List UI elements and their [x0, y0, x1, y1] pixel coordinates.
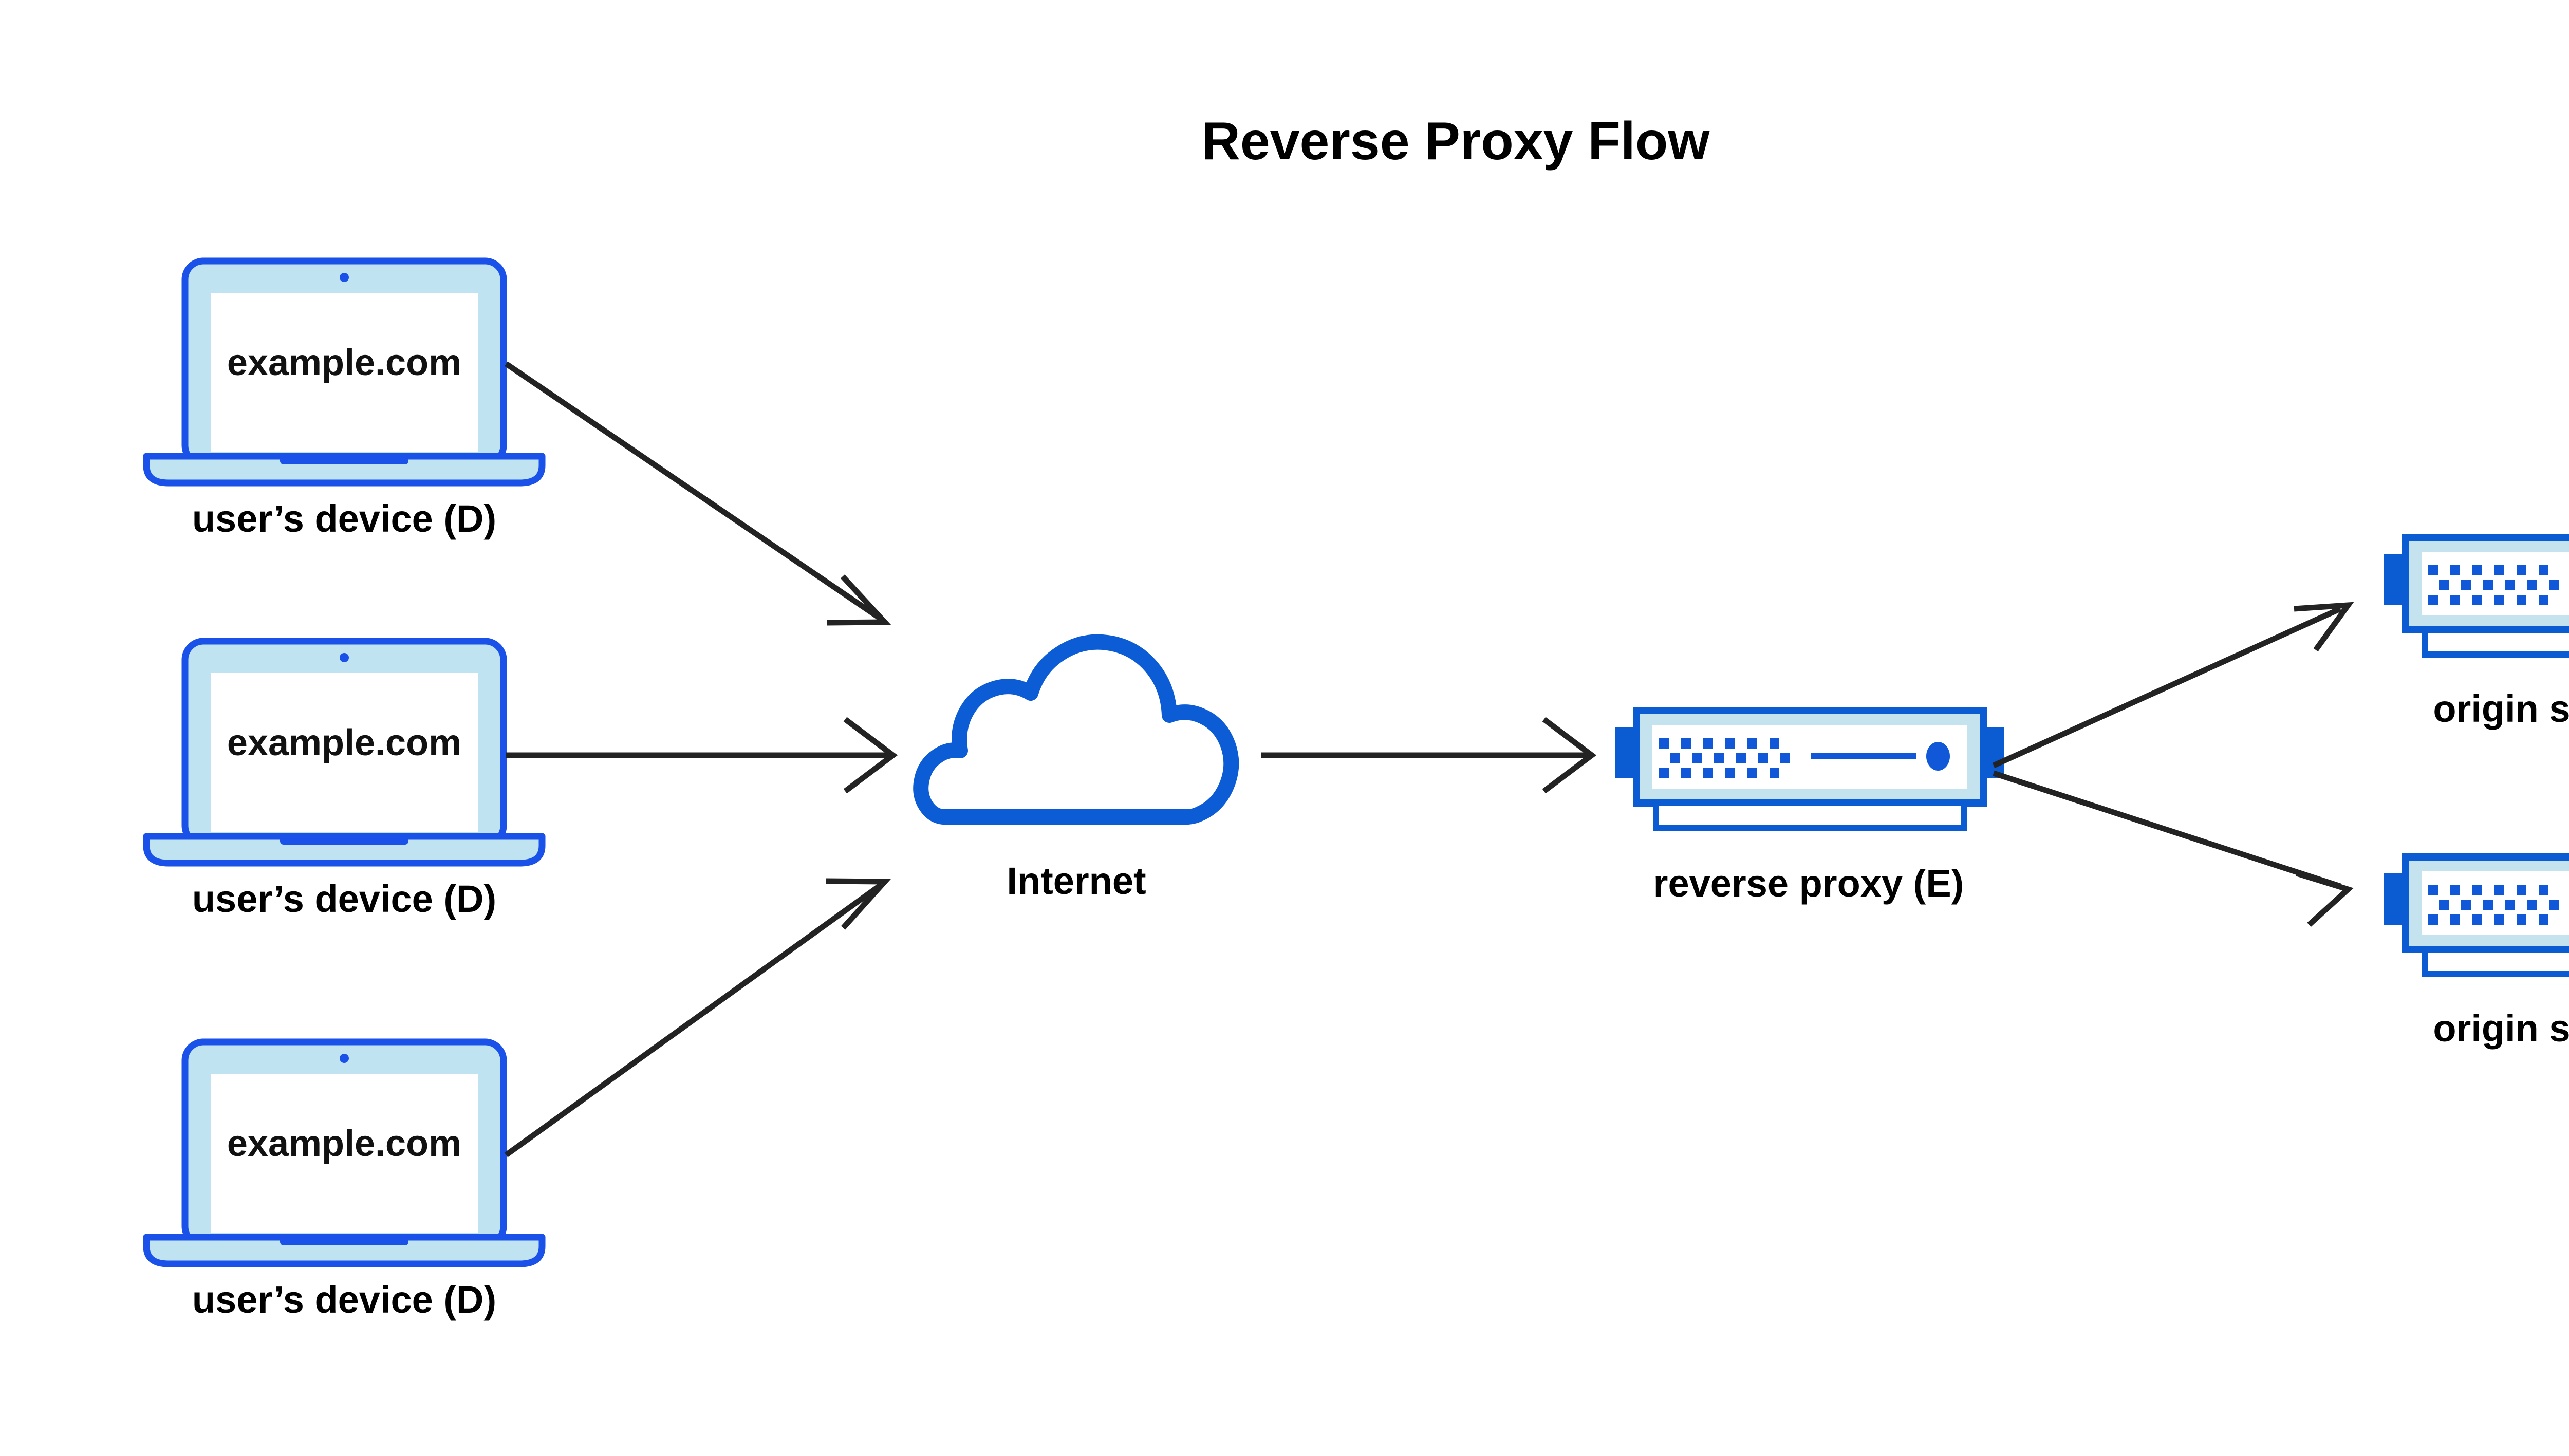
laptop-screen — [211, 1074, 478, 1233]
server-vent-dots — [2428, 885, 2559, 925]
device-screen-text: example.com — [227, 1123, 461, 1164]
device-screen-text: example.com — [227, 342, 461, 383]
server-icon — [2384, 534, 2569, 658]
laptop-trackpad-notch — [280, 836, 408, 845]
node-origin-server-1[interactable]: origin server (F) — [2384, 534, 2569, 730]
flow-arrow-device1-to-internet — [504, 361, 891, 626]
laptop-trackpad-notch — [280, 1237, 408, 1245]
laptop-screen — [211, 293, 478, 452]
node-user-device-2[interactable]: example.com user’s device (D) — [143, 638, 546, 920]
node-internet[interactable]: Internet — [913, 634, 1239, 902]
flow-arrow-proxy-to-origin1 — [1992, 602, 2354, 769]
server-vent-dots — [1659, 738, 1790, 778]
device-screen-text: example.com — [227, 722, 461, 763]
server-status-line — [1811, 753, 1916, 759]
origin-label: origin server (F) — [2433, 687, 2569, 730]
device-label: user’s device (D) — [192, 1278, 496, 1321]
node-user-device-1[interactable]: example.com user’s device (D) — [143, 257, 546, 540]
node-user-device-3[interactable]: example.com user’s device (D) — [143, 1038, 546, 1321]
laptop-base — [143, 833, 546, 867]
flow-arrow-internet-to-proxy — [1261, 717, 1597, 794]
laptop-base — [143, 1234, 546, 1267]
webcam-icon — [340, 1054, 349, 1063]
flow-arrow-device2-to-internet — [506, 717, 898, 794]
server-shelf — [2422, 627, 2569, 658]
flow-arrow-proxy-to-origin2 — [1993, 770, 2354, 927]
server-shelf — [2422, 946, 2569, 977]
internet-label: Internet — [1007, 860, 1146, 902]
server-icon — [2384, 853, 2569, 977]
webcam-icon — [340, 273, 349, 282]
laptop-icon — [143, 1038, 546, 1267]
laptop-trackpad-notch — [280, 456, 408, 464]
node-origin-server-2[interactable]: origin server (F) — [2384, 853, 2569, 1050]
node-reverse-proxy[interactable]: reverse proxy (E) — [1615, 707, 2004, 905]
server-status-dot — [1926, 742, 1950, 771]
laptop-screen — [211, 673, 478, 832]
laptop-icon — [143, 638, 546, 867]
server-icon — [1615, 707, 2004, 831]
webcam-icon — [340, 653, 349, 662]
flow-arrow-device3-to-internet — [504, 878, 891, 1158]
cloud-icon — [913, 634, 1239, 825]
server-vent-dots — [2428, 565, 2559, 605]
proxy-label: reverse proxy (E) — [1653, 862, 1964, 905]
page-title: Reverse Proxy Flow — [1202, 111, 1710, 171]
laptop-base — [143, 453, 546, 487]
origin-label: origin server (F) — [2433, 1007, 2569, 1050]
device-label: user’s device (D) — [192, 878, 496, 920]
laptop-icon — [143, 257, 546, 487]
server-shelf — [1653, 800, 1967, 831]
device-label: user’s device (D) — [192, 497, 496, 540]
